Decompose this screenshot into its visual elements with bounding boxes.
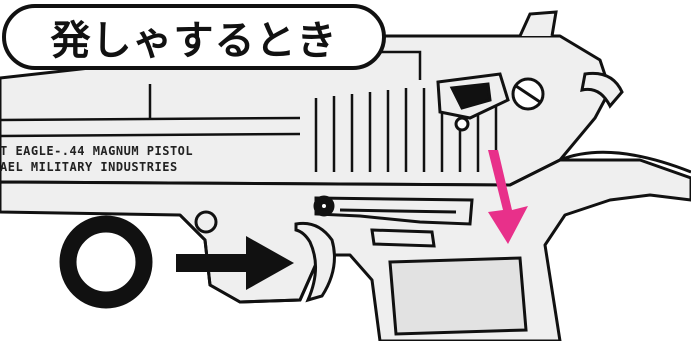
black-right-arrow xyxy=(176,236,294,290)
circle-correct-mark xyxy=(59,215,153,309)
takedown-pin xyxy=(194,210,218,234)
engraving-line-2: AEL MILITARY INDUSTRIES xyxy=(0,160,178,174)
slide-stop xyxy=(313,195,474,226)
trigger-bar xyxy=(370,228,436,248)
engraving-line-1: T EAGLE-.44 MAGNUM PISTOL xyxy=(0,144,194,158)
pink-down-arrow xyxy=(488,150,528,244)
grip-panel xyxy=(388,256,528,336)
screw xyxy=(511,77,545,111)
safety-lever xyxy=(436,72,510,132)
rear-sight xyxy=(518,10,558,37)
beavertail xyxy=(559,150,691,174)
trigger xyxy=(294,221,336,303)
page-title: 発しゃするとき xyxy=(50,18,338,64)
title-badge: 発しゃするとき xyxy=(2,4,386,70)
hammer xyxy=(580,71,624,109)
